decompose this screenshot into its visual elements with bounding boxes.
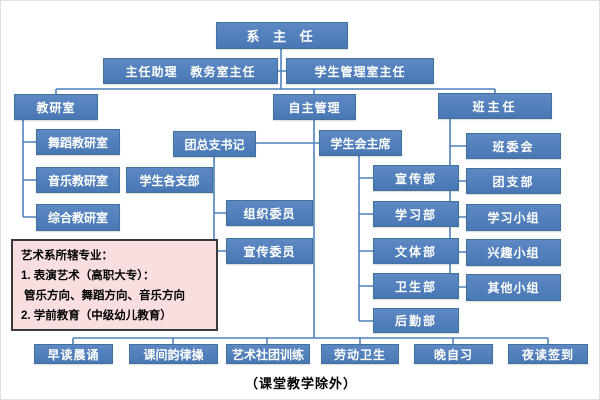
org-node-student-union-chair: 学生会主席 [319,130,402,156]
majors-note-item-1: 1. 表演艺术（高职大专）： [21,270,155,282]
majors-note-title: 艺术系所辖专业： [21,250,113,262]
org-node-league-secretary: 团总支书记 [173,131,256,157]
org-node-class-committee: 班委会 [466,133,561,159]
majors-note-box: 艺术系所辖专业： 1. 表演艺术（高职大专）： 管乐方向、舞蹈方向、音乐方向 2… [11,239,218,331]
majors-note-item-1-detail: 管乐方向、舞蹈方向、音乐方向 [24,290,185,302]
activity-break-rhythmic-exercise: 课间韵律操 [129,344,218,364]
org-node-other-group: 其他小组 [466,274,561,301]
org-node-sports-dept: 文体部 [373,238,459,264]
org-node-assistant-and-academic-office-head: 主任助理 教务室主任 [103,58,278,84]
org-node-music-teaching-office: 音乐教研室 [36,167,120,193]
org-node-logistics-dept: 后勤部 [373,308,459,333]
org-node-publicity-committee: 宣传委员 [226,238,313,264]
org-node-hygiene-dept: 卫生部 [373,273,459,299]
org-node-dance-teaching-office: 舞蹈教研室 [36,129,120,155]
org-node-study-dept: 学习部 [373,201,459,227]
org-node-study-group: 学习小组 [466,204,561,231]
org-node-teaching-research-office: 教研室 [14,94,98,120]
org-node-organization-committee: 组织委员 [226,200,313,226]
activity-night-checkin: 夜读签到 [508,344,588,364]
org-node-interest-group: 兴趣小组 [466,239,561,266]
org-node-class-teacher: 班主任 [438,93,552,119]
activity-morning-reading: 早读晨诵 [34,344,113,364]
activity-labor-hygiene: 劳动卫生 [321,344,399,364]
majors-note-item-2: 2. 学前教育（中级幼儿教育） [21,310,172,322]
activity-evening-self-study: 晚自习 [414,344,493,364]
org-node-student-management-office-head: 学生管理室主任 [286,58,434,84]
org-node-publicity-dept: 宣传部 [373,165,459,191]
org-node-dept-head: 系 主 任 [216,22,348,49]
activity-art-club-training: 艺术社团训练 [226,344,310,364]
org-node-self-management: 自主管理 [273,94,356,120]
org-node-league-branch: 团支部 [466,168,561,194]
org-node-general-teaching-office: 综合教研室 [36,204,120,231]
bottom-caption: （课堂教学除外） [244,376,357,391]
org-node-student-branches: 学生各支部 [126,167,213,193]
